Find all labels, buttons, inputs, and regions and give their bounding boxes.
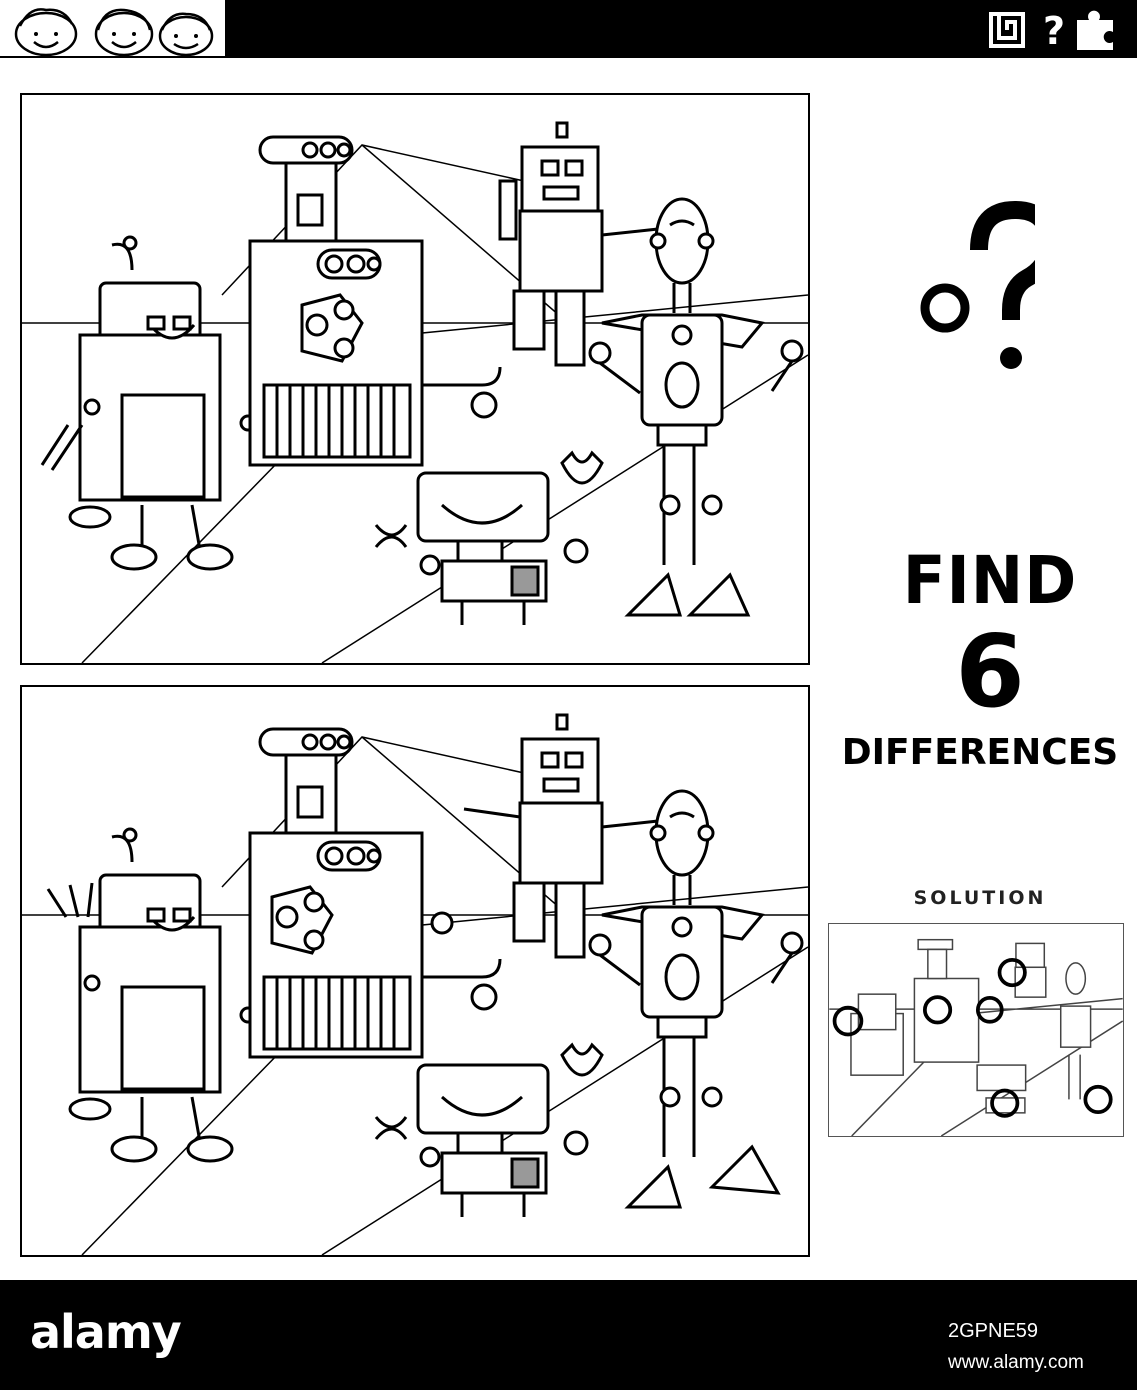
question-icon: ? [1043,9,1065,52]
header-divider [0,56,1137,58]
category-icons: ? [989,9,1113,52]
square-head-robot [463,713,659,959]
header-black-band [225,0,1137,58]
cabinet-robot [248,727,502,1059]
solution-circles [832,957,1113,1118]
cabinet-robot [248,135,502,467]
solution-label: SOLUTION [913,887,1047,909]
footer-bar [0,1280,1137,1390]
wide-head-robot [374,450,604,625]
solution-illustration [829,938,1123,1136]
box-robot-left [40,235,257,571]
site-url: www.alamy.com [948,1352,1084,1373]
svg-text:?: ? [1043,9,1065,52]
watermark-strip [0,1264,1137,1280]
wide-head-robot [374,1042,604,1217]
solution-thumbnail[interactable] [828,923,1124,1137]
humanoid-robot [588,789,804,1209]
image-id: 2GPNE59 [948,1320,1039,1342]
perspective-line [321,946,808,1255]
perspective-line [321,354,808,663]
brand-logo: alamy [30,1305,182,1359]
find-label: FIND [902,542,1078,619]
header-bar: ? [0,0,1137,58]
differences-label: DIFFERENCES [841,732,1119,773]
robots-illustration-bottom [22,713,808,1255]
square-head-robot [498,121,659,367]
box-robot-left [46,827,257,1163]
puzzle-picture-top[interactable] [20,93,810,665]
puzzle-picture-bottom[interactable] [20,685,810,1257]
children-faces-icon [14,8,214,56]
puzzle-icon [1077,10,1113,51]
maze-icon [989,12,1025,48]
circle-question-mark-icon [920,200,1035,369]
difference-count: 6 [955,613,1025,730]
robots-illustration-top [22,121,808,663]
humanoid-robot [588,197,804,617]
